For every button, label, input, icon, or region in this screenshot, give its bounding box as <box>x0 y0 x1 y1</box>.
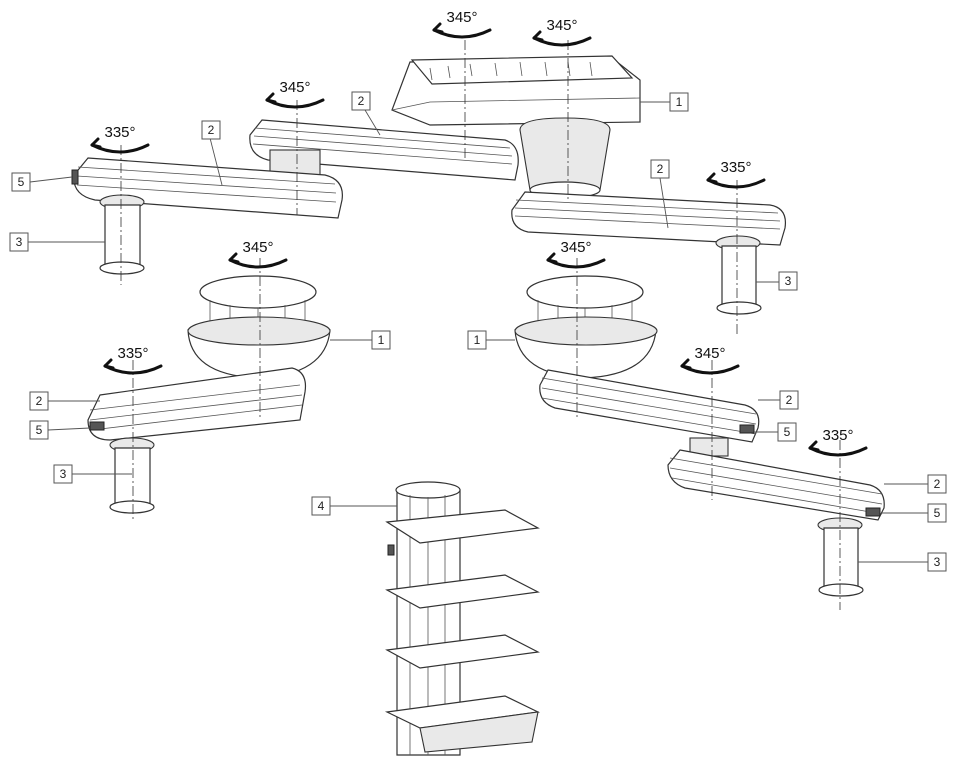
part-label-4-column: 4 <box>311 496 331 516</box>
rotation-angle-value: 345° <box>242 239 273 256</box>
part-label-2-left: 2 <box>29 391 49 411</box>
part-label-3-far-right: 3 <box>927 552 947 572</box>
part-label-2-right: 2 <box>779 390 799 410</box>
rotation-angle-value: 345° <box>694 345 725 362</box>
svg-text:1: 1 <box>378 333 385 347</box>
rotation-angle-1: 345° <box>432 9 492 39</box>
svg-text:1: 1 <box>676 95 683 109</box>
svg-text:2: 2 <box>786 393 793 407</box>
rotation-angle-3: 345° <box>265 79 325 109</box>
rotation-angle-7: 345° <box>546 239 606 269</box>
svg-text:4: 4 <box>318 499 325 513</box>
part-label-5-far-right: 5 <box>927 503 947 523</box>
svg-text:3: 3 <box>16 235 23 249</box>
shelf-column <box>384 481 541 756</box>
rotation-angle-10: 335° <box>808 427 868 457</box>
part-label-2-top-left: 2 <box>201 120 221 140</box>
lower-arm-top-left <box>71 157 343 275</box>
svg-text:2: 2 <box>36 394 43 408</box>
svg-text:5: 5 <box>934 506 941 520</box>
part-label-1-left: 1 <box>371 330 391 350</box>
part-label-2-top-upper: 2 <box>351 91 371 111</box>
svg-text:2: 2 <box>934 477 941 491</box>
ceiling-mount-top <box>391 55 641 199</box>
svg-text:5: 5 <box>36 423 43 437</box>
svg-text:3: 3 <box>934 555 941 569</box>
part-label-1-top: 1 <box>669 92 689 112</box>
part-label-2-top-right: 2 <box>650 159 670 179</box>
rotation-angle-value: 335° <box>104 124 135 141</box>
arm-top-right <box>511 191 787 315</box>
svg-text:5: 5 <box>18 175 25 189</box>
part-label-5-top-left: 5 <box>11 172 31 192</box>
rotation-angle-value: 345° <box>279 79 310 96</box>
part-label-3-top-left: 3 <box>9 232 29 252</box>
rotation-angle-4: 335° <box>90 124 150 154</box>
rotation-angle-2: 345° <box>532 17 592 47</box>
rotation-angle-9: 345° <box>680 345 740 375</box>
rotation-angle-value: 335° <box>822 427 853 444</box>
rotation-angle-value: 345° <box>546 17 577 34</box>
rotation-angle-6: 345° <box>228 239 288 269</box>
svg-text:3: 3 <box>785 274 792 288</box>
rotation-angle-value: 345° <box>560 239 591 256</box>
rotation-angle-value: 335° <box>720 159 751 176</box>
part-label-5-right: 5 <box>777 422 797 442</box>
rotation-angle-value: 345° <box>446 9 477 26</box>
part-label-5-left: 5 <box>29 420 49 440</box>
upper-arm-top-left <box>249 119 519 181</box>
svg-text:1: 1 <box>474 333 481 347</box>
part-label-3-left: 3 <box>53 464 73 484</box>
svg-text:3: 3 <box>60 467 67 481</box>
part-label-2-far-right: 2 <box>927 474 947 494</box>
part-label-1-right: 1 <box>467 330 487 350</box>
ceiling-mount-right <box>514 275 885 597</box>
rotation-angle-value: 335° <box>117 345 148 362</box>
svg-text:2: 2 <box>358 94 365 108</box>
svg-text:5: 5 <box>784 425 791 439</box>
rotation-angle-5: 335° <box>706 159 766 189</box>
rotation-angle-8: 335° <box>103 345 163 375</box>
rotation-axes <box>120 40 841 610</box>
svg-text:2: 2 <box>208 123 215 137</box>
svg-text:2: 2 <box>657 162 664 176</box>
ceiling-mount-left <box>87 275 331 514</box>
part-label-3-top-right: 3 <box>778 271 798 291</box>
